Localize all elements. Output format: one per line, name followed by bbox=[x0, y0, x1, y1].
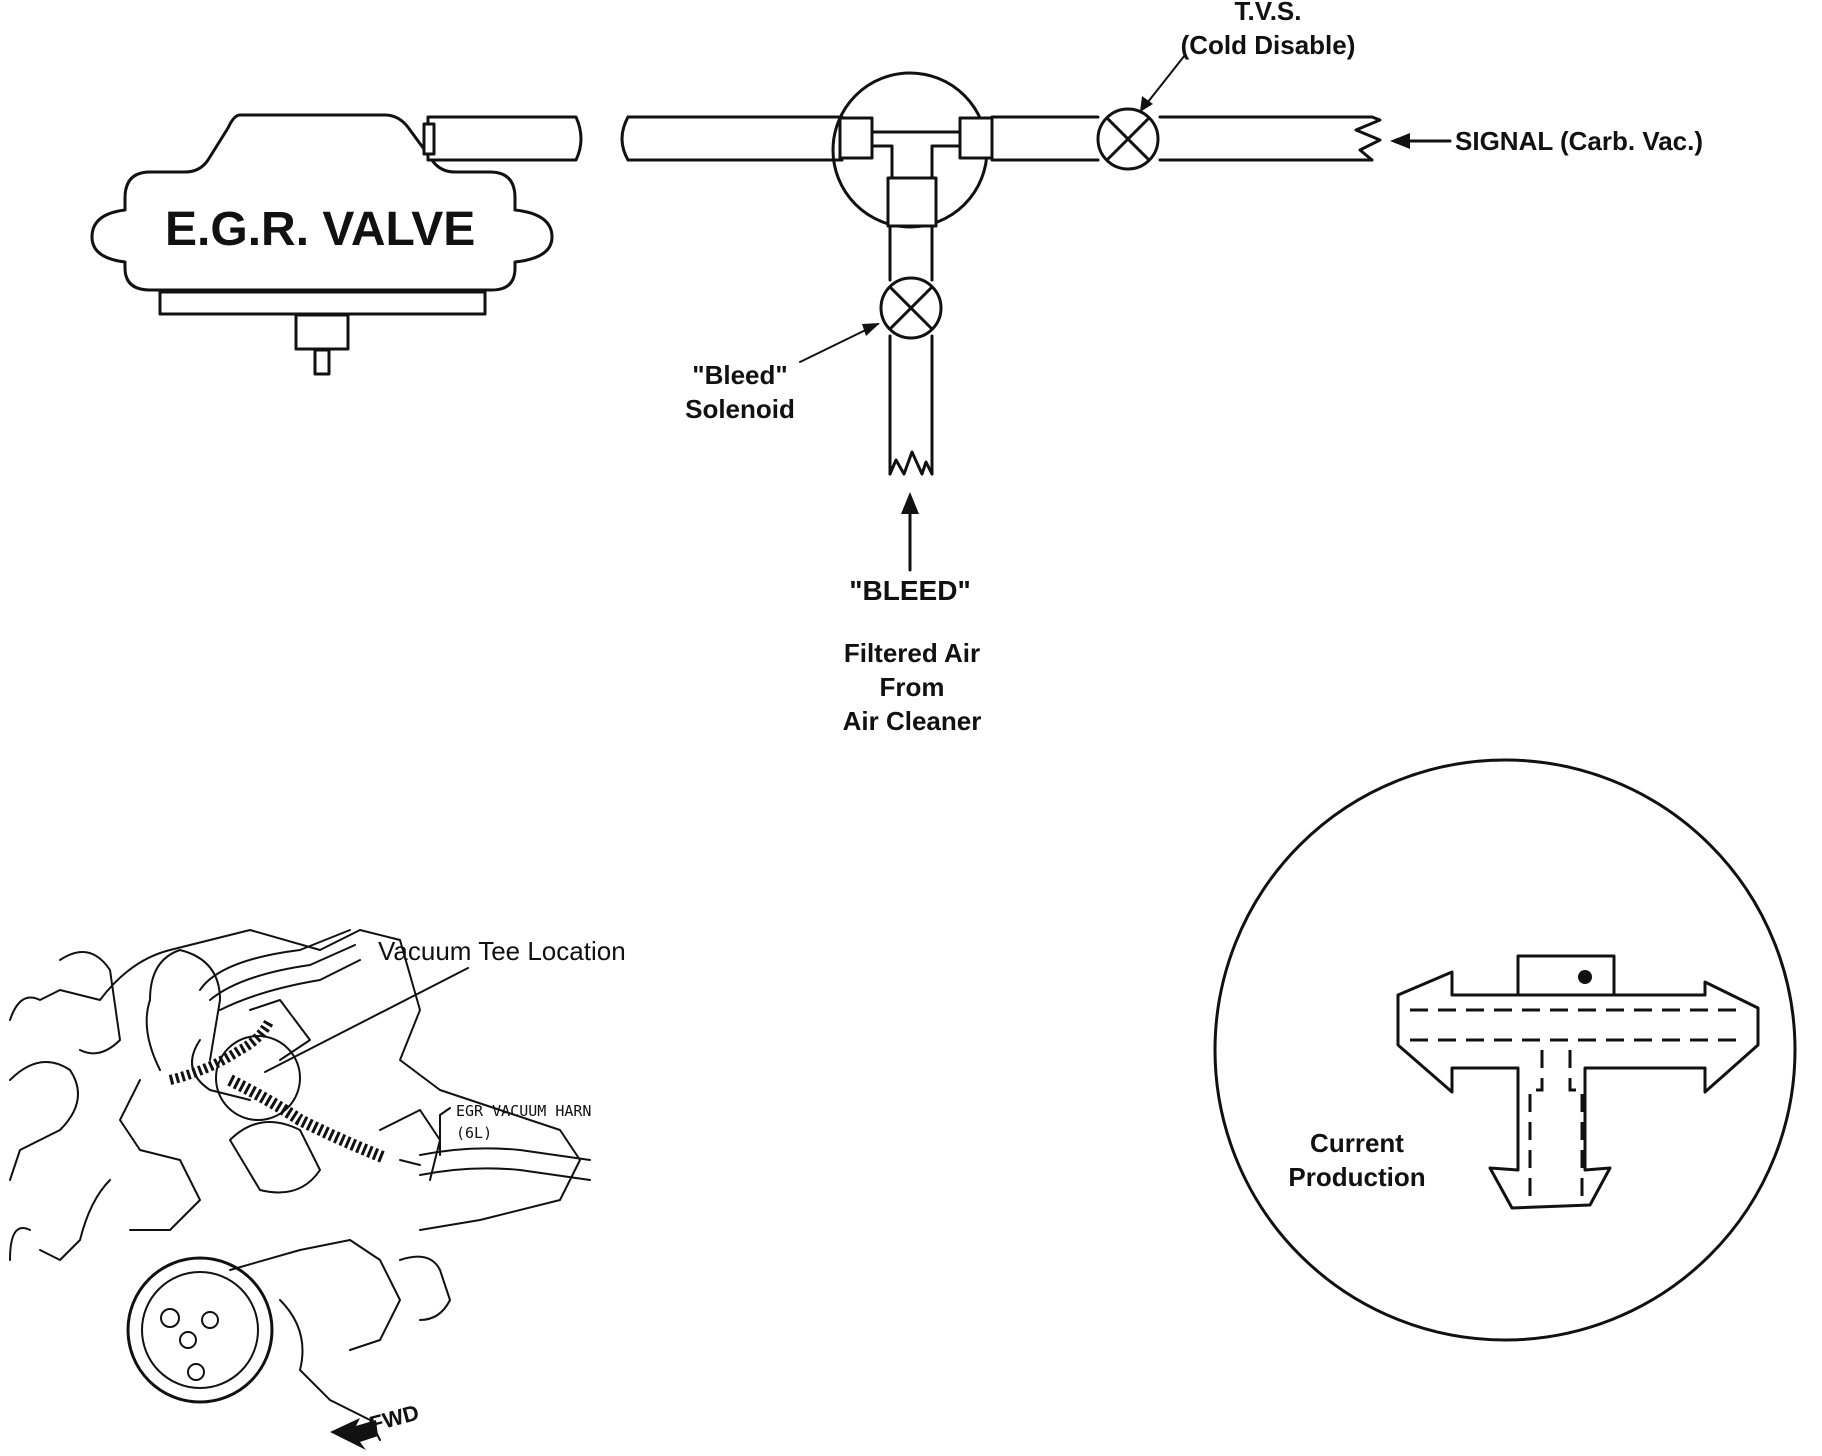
filtered-air-label-2: From bbox=[880, 672, 945, 702]
signal-callout: SIGNAL (Carb. Vac.) bbox=[1390, 126, 1703, 156]
engine-illustration: Vacuum Tee Location EGR VACUUM HARN (6L)… bbox=[9, 929, 626, 1450]
filtered-air-label-1: Filtered Air bbox=[844, 638, 980, 668]
tee-detail-view: Current Production bbox=[1213, 758, 1797, 1342]
bleed-label: "BLEED" bbox=[849, 575, 970, 606]
fwd-label: FWD bbox=[367, 1400, 422, 1437]
egr-valve: E.G.R. VALVE bbox=[90, 113, 554, 376]
tvs-title: T.V.S. bbox=[1235, 0, 1302, 26]
bleed-hose bbox=[888, 224, 934, 476]
valve-hose bbox=[422, 115, 583, 162]
vacuum-tee-location-label: Vacuum Tee Location bbox=[378, 936, 626, 966]
main-hose bbox=[620, 115, 844, 162]
filtered-air-label-3: Air Cleaner bbox=[843, 706, 982, 736]
bleed-solenoid-label-1: "Bleed" bbox=[692, 360, 787, 390]
signal-hose bbox=[990, 115, 1382, 162]
bleed-solenoid: "Bleed" Solenoid bbox=[685, 276, 943, 424]
tvs-valve: T.V.S. (Cold Disable) bbox=[1096, 0, 1356, 171]
vacuum-tee bbox=[831, 71, 994, 229]
tvs-subtitle: (Cold Disable) bbox=[1181, 30, 1356, 60]
detail-label-1: Current bbox=[1310, 1128, 1404, 1158]
harness-label-1: EGR VACUUM HARN bbox=[456, 1102, 591, 1120]
bleed-solenoid-label-2: Solenoid bbox=[685, 394, 795, 424]
detail-label-2: Production bbox=[1288, 1162, 1425, 1192]
egr-valve-label: E.G.R. VALVE bbox=[165, 203, 475, 256]
bleed-air-callout: "BLEED" Filtered Air From Air Cleaner bbox=[843, 492, 982, 736]
harness-label-2: (6L) bbox=[456, 1124, 492, 1142]
signal-label: SIGNAL (Carb. Vac.) bbox=[1455, 126, 1703, 156]
